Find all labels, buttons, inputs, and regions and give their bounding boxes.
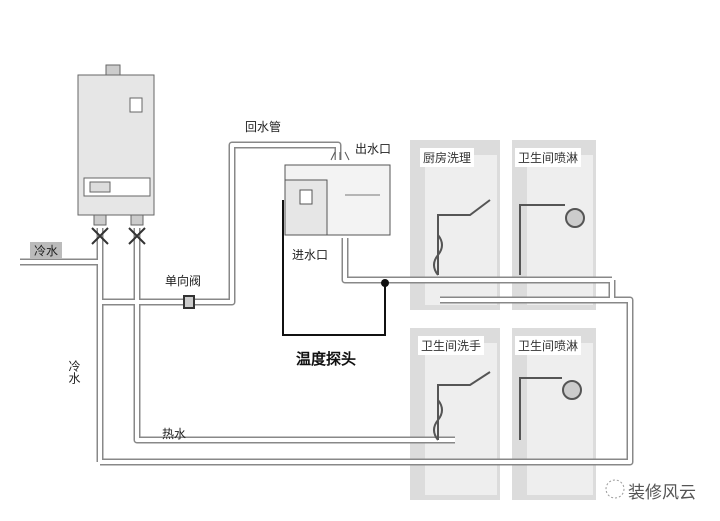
- cold-water-vertical-label: 冷水: [67, 360, 81, 384]
- fixtures: [433, 199, 585, 441]
- kitchen-faucet-icon: [437, 199, 491, 275]
- temperature-probe-wire: [282, 200, 386, 336]
- check-valve-label: 单向阀: [165, 274, 202, 288]
- fixture-label-shower-2: 卫生间喷淋: [515, 336, 582, 355]
- hot-water-label: 热水: [162, 427, 187, 441]
- inlet-label: 进水口: [292, 248, 329, 262]
- shower-icon-1: [519, 204, 565, 275]
- gas-water-heater: [77, 64, 155, 226]
- fixture-label-shower-1: 卫生间喷淋: [515, 148, 582, 167]
- cold-water-inlet-label: 冷水: [30, 242, 63, 259]
- watermark-icon: [605, 479, 625, 499]
- washbasin-faucet-icon: [437, 371, 491, 440]
- temperature-probe-label: 温度探头: [296, 350, 357, 368]
- watermark-text: 装修风云: [628, 483, 696, 503]
- fixture-panels: [410, 140, 596, 500]
- return-pipe-label: 回水管: [245, 120, 282, 134]
- valves: [91, 227, 195, 309]
- fixture-label-kitchen: 厨房洗理: [420, 148, 475, 167]
- check-valve-icon: [183, 295, 195, 309]
- temperature-probe-icon: [381, 279, 389, 287]
- fixture-label-washbasin: 卫生间洗手: [418, 336, 485, 355]
- shower-icon-2: [519, 377, 562, 440]
- recirculation-pump: [284, 151, 391, 236]
- outlet-label: 出水口: [355, 142, 392, 156]
